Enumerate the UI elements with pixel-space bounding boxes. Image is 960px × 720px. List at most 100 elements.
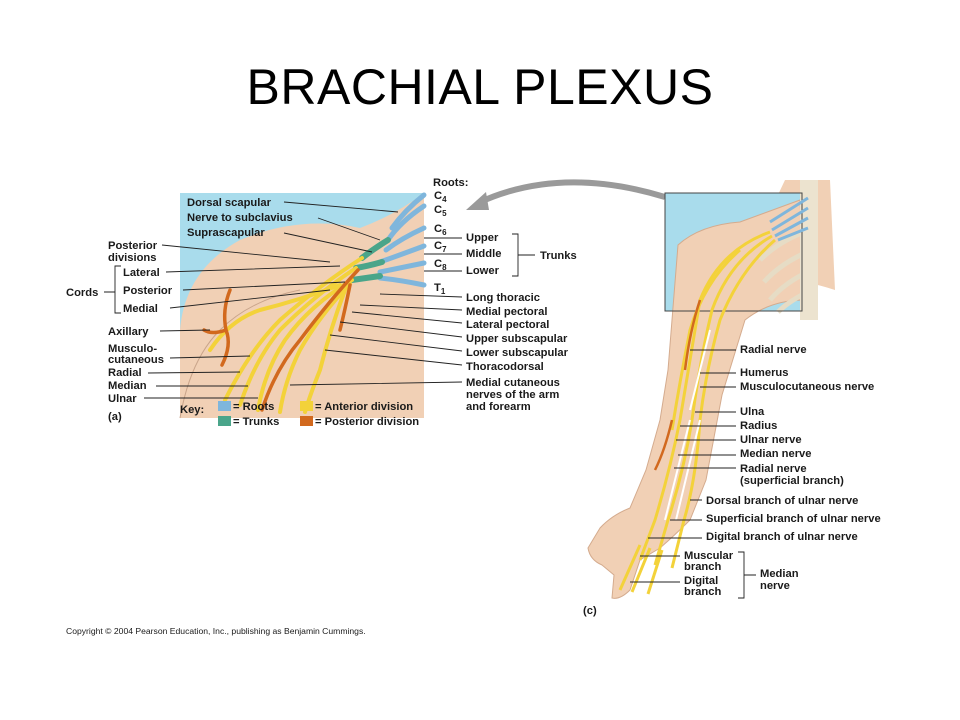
trunks-group <box>349 237 391 283</box>
lateral-cord-label: Lateral <box>123 267 160 279</box>
anterior-path-1 <box>223 256 364 402</box>
legend-label-2: = Trunks <box>233 416 279 428</box>
legend: Key: = Roots= Anterior division= Trunks=… <box>180 401 419 428</box>
right-label-1: Medial pectoral <box>466 306 547 318</box>
right-leaders <box>289 293 463 386</box>
legend-swatch-0 <box>218 401 231 411</box>
anterior-path-5 <box>303 288 347 414</box>
nerve-to-subclavius-label: Nerve to subclavius <box>187 212 293 224</box>
root-c8 <box>377 260 427 275</box>
median-bracket <box>738 551 756 599</box>
panel-c-box <box>664 192 803 312</box>
panel-c: Radial nerve Humerus Musculocutaneous ne… <box>583 180 881 617</box>
c-median-group-label-1: Median <box>760 568 799 580</box>
trunk-upper <box>359 237 391 261</box>
medial-cutaneous-label-1: Medial cutaneous <box>466 377 560 389</box>
posterior-cord-label: Posterior <box>123 285 173 297</box>
right-label-2: Lateral pectoral <box>466 319 549 331</box>
c-dorsal-branch-ulnar-label: Dorsal branch of ulnar nerve <box>706 495 858 507</box>
c-digital-branch-ulnar-label: Digital branch of ulnar nerve <box>706 531 858 543</box>
musculocutaneous-label-1: Musculo- <box>108 343 157 355</box>
trunks-group-label: Trunks <box>540 250 577 262</box>
right-label-4: Lower subscapular <box>466 347 569 359</box>
anterior-path-6 <box>208 283 342 352</box>
right-label-3: Upper subscapular <box>466 333 568 345</box>
anterior-path-4 <box>278 282 352 414</box>
c-musculocutaneous-label: Musculocutaneous nerve <box>740 381 874 393</box>
posterior-path-2 <box>338 283 352 332</box>
c-muscular-branch-label-1: Muscular <box>684 550 734 562</box>
radial-label: Radial <box>108 367 142 379</box>
shoulder-skin <box>180 193 424 418</box>
panel-a-tag: (a) <box>108 411 122 423</box>
panel-c-roots <box>769 196 809 242</box>
root-label-3: C7 <box>434 240 447 254</box>
anterior-path-2 <box>238 266 358 407</box>
right-label-5: Thoracodorsal <box>466 361 544 373</box>
legend-swatch-1 <box>300 401 313 411</box>
zoom-arrow <box>476 179 666 206</box>
c-radial-nerve-label: Radial nerve <box>740 344 807 356</box>
legend-swatch-2 <box>218 416 231 426</box>
root-label-1: C5 <box>434 204 447 218</box>
root-label-2: C6 <box>434 223 447 237</box>
trunk-upper-label: Upper <box>466 232 499 244</box>
trunk-lower <box>349 273 383 283</box>
trunk-middle-label: Middle <box>466 248 501 260</box>
c-radius-label: Radius <box>740 420 777 432</box>
trunk-middle <box>353 259 385 271</box>
legend-label-1: = Anterior division <box>315 401 413 413</box>
musculocutaneous-label-2: cutaneous <box>108 354 164 366</box>
cords-group-label: Cords <box>66 287 98 299</box>
legend-title: Key: <box>180 404 204 416</box>
posterior-divisions-label-2: divisions <box>108 252 157 264</box>
c-ulnar-nerve-label: Ulnar nerve <box>740 434 802 446</box>
panel-c-tag: (c) <box>583 605 597 617</box>
root-c5 <box>385 203 427 243</box>
left-leaders <box>144 201 399 399</box>
c-humerus-label: Humerus <box>740 367 789 379</box>
root-t1 <box>377 275 427 288</box>
legend-label-0: = Roots <box>233 401 274 413</box>
legend-items: = Roots = Anterior division = Trunks = Post… <box>218 401 419 428</box>
medial-cutaneous-label-2: nerves of the arm <box>466 389 559 401</box>
copyright-text: Copyright © 2004 Pearson Education, Inc.… <box>66 626 366 636</box>
suprascapular-label: Suprascapular <box>187 227 265 239</box>
roots-header: Roots: <box>433 177 468 189</box>
root-label-5: T1 <box>434 282 446 296</box>
cords-bracket <box>104 265 121 314</box>
anterior-division-group <box>208 256 364 414</box>
axillary-label: Axillary <box>108 326 149 338</box>
c-median-group-label-2: nerve <box>760 580 790 592</box>
medial-cutaneous-label-3: and forearm <box>466 401 531 413</box>
root-label-0: C4 <box>434 190 447 204</box>
trunks-bracket <box>512 233 535 277</box>
c-radial-superficial-label-2: (superficial branch) <box>740 475 844 487</box>
right-label-0: Long thoracic <box>466 292 540 304</box>
median-label: Median <box>108 380 147 392</box>
root-label-4: C8 <box>434 258 447 272</box>
c-superficial-branch-ulnar-label: Superficial branch of ulnar nerve <box>706 513 881 525</box>
zoom-arrowhead <box>466 192 489 210</box>
posterior-path-1 <box>260 268 360 412</box>
c-muscular-branch-label-2: branch <box>684 561 721 573</box>
c-radial-superficial-label-1: Radial nerve <box>740 463 807 475</box>
legend-swatch-3 <box>300 416 313 426</box>
root-c6 <box>383 225 427 253</box>
c-digital-branch-label-1: Digital <box>684 575 718 587</box>
legend-label-3: = Posterior division <box>315 416 419 428</box>
c-ulna-label: Ulna <box>740 406 765 418</box>
axillary-twig <box>202 328 228 335</box>
slide-title: BRACHIAL PLEXUS <box>246 59 714 115</box>
spine <box>800 180 818 320</box>
root-c4 <box>389 192 427 231</box>
c-digital-branch-label-2: branch <box>684 586 721 598</box>
dorsal-scapular-label: Dorsal scapular <box>187 197 272 209</box>
panel-c-leaders <box>630 349 736 583</box>
medial-cord-label: Medial <box>123 303 158 315</box>
posterior-division-group <box>202 268 360 412</box>
